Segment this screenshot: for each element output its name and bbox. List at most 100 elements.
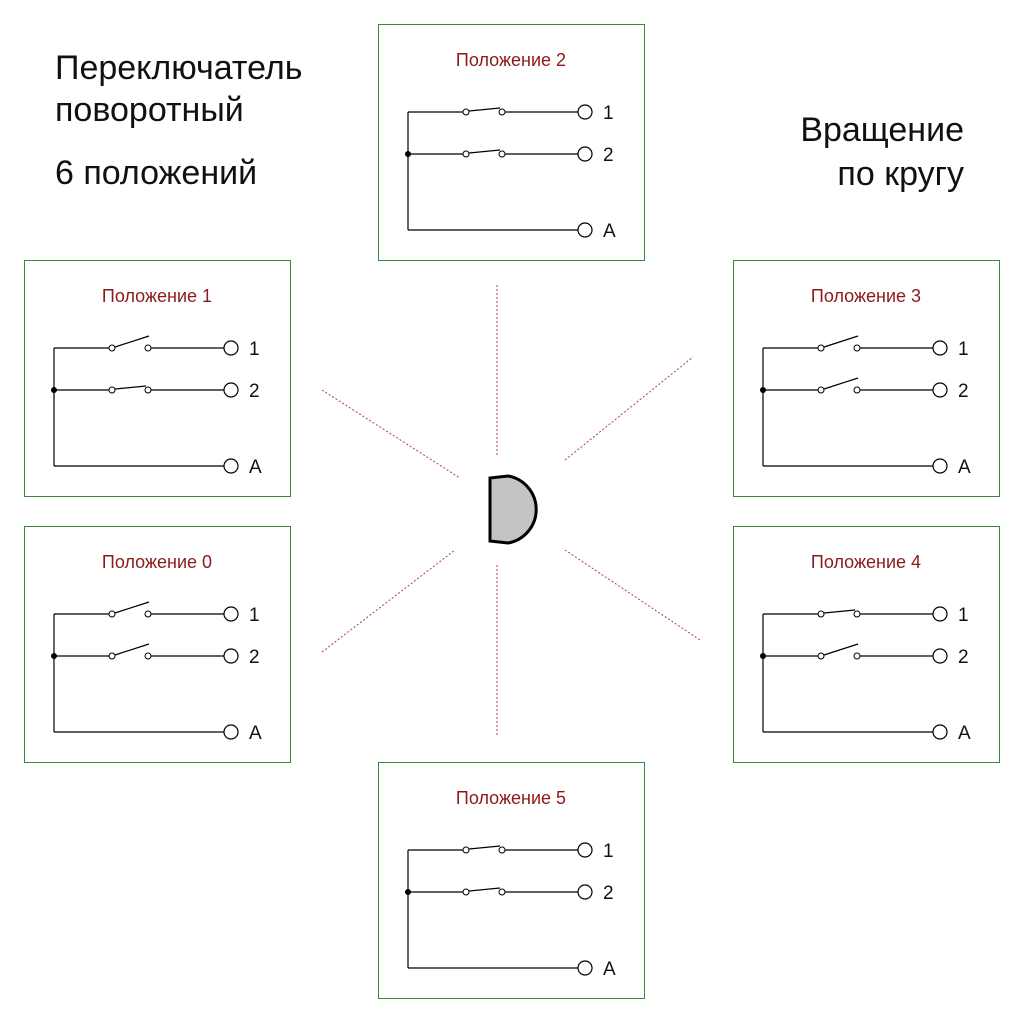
terminal-label: 1 xyxy=(249,339,260,360)
switch-contact xyxy=(853,386,861,394)
position-ray xyxy=(564,549,701,641)
terminal-circle xyxy=(932,340,948,356)
box-frame xyxy=(378,24,645,261)
switch-contact xyxy=(108,610,116,618)
switch-contact xyxy=(853,344,861,352)
switch-contact xyxy=(108,652,116,660)
terminal-label: 2 xyxy=(958,381,969,402)
box-frame xyxy=(24,260,291,497)
switch-blade-closed xyxy=(114,385,147,390)
position-title: Положение 2 xyxy=(456,50,566,70)
switch-contact xyxy=(462,888,470,896)
terminal-row-A: A xyxy=(54,457,262,478)
terminal-row-2: 2 xyxy=(408,883,614,904)
position-title: Положение 1 xyxy=(102,286,212,306)
position-box-3: Положение 3 1 2A xyxy=(733,260,1000,497)
terminal-circle xyxy=(932,648,948,664)
box-frame xyxy=(378,762,645,999)
terminal-label: A xyxy=(603,959,616,980)
position-box-1: Положение 1 1 2A xyxy=(24,260,291,497)
heading-line-2: поворотный xyxy=(55,91,244,129)
switch-contact xyxy=(144,344,152,352)
switch-blade-open xyxy=(114,643,150,656)
position-box-0: Положение 0 1 2A xyxy=(24,526,291,763)
terminal-circle xyxy=(577,884,593,900)
heading-line-1: Переключатель xyxy=(55,49,303,87)
box-frame xyxy=(733,260,1000,497)
terminal-circle xyxy=(223,340,239,356)
position-ray xyxy=(564,356,694,461)
terminal-row-A: A xyxy=(763,457,971,478)
position-ray xyxy=(321,389,461,479)
switch-blade-closed xyxy=(468,845,501,850)
terminal-label: A xyxy=(958,457,971,478)
terminal-row-1: 1 xyxy=(408,841,614,862)
terminal-label: 2 xyxy=(249,647,260,668)
terminal-row-1: 1 xyxy=(54,601,260,626)
terminal-row-A: A xyxy=(408,221,616,242)
position-ray xyxy=(321,549,456,653)
terminal-circle xyxy=(223,648,239,664)
switch-contact xyxy=(462,846,470,854)
terminal-circle xyxy=(223,606,239,622)
terminal-circle xyxy=(932,606,948,622)
switch-blade-open xyxy=(823,643,859,656)
switch-contact xyxy=(144,386,152,394)
rotation-note-line-2: по кругу xyxy=(837,155,964,193)
terminal-row-2: 2 xyxy=(54,381,260,402)
terminal-circle xyxy=(223,458,239,474)
terminal-label: 2 xyxy=(249,381,260,402)
switch-contact xyxy=(817,386,825,394)
switch-contact xyxy=(498,846,506,854)
switch-contact xyxy=(817,344,825,352)
switch-contact xyxy=(853,610,861,618)
terminal-label: 1 xyxy=(603,841,614,862)
switch-contact xyxy=(108,344,116,352)
terminal-row-2: 2 xyxy=(763,377,969,402)
switch-blade-closed xyxy=(468,887,501,892)
terminal-label: A xyxy=(603,221,616,242)
position-title: Положение 0 xyxy=(102,552,212,572)
terminal-row-A: A xyxy=(408,959,616,980)
switch-blade-open xyxy=(823,377,859,390)
terminal-circle xyxy=(577,222,593,238)
terminal-row-A: A xyxy=(54,723,262,744)
switch-blade-closed xyxy=(468,107,501,112)
heading-line-3: 6 положений xyxy=(55,154,258,192)
switch-blade-closed xyxy=(468,149,501,154)
switch-blade-open xyxy=(823,335,859,348)
terminal-label: 1 xyxy=(958,339,969,360)
box-frame xyxy=(733,526,1000,763)
position-title: Положение 3 xyxy=(811,286,921,306)
terminal-row-2: 2 xyxy=(763,643,969,668)
terminal-label: A xyxy=(958,723,971,744)
box-frame xyxy=(24,526,291,763)
switch-contact xyxy=(817,652,825,660)
position-title: Положение 4 xyxy=(811,552,921,572)
terminal-label: 2 xyxy=(603,883,614,904)
terminal-label: A xyxy=(249,457,262,478)
terminal-row-1: 1 xyxy=(408,103,614,124)
terminal-label: 2 xyxy=(603,145,614,166)
switch-contact xyxy=(144,652,152,660)
terminal-circle xyxy=(932,458,948,474)
switch-contact xyxy=(108,386,116,394)
terminal-row-1: 1 xyxy=(763,335,969,360)
terminal-label: A xyxy=(249,723,262,744)
rotation-note-line-1: Вращение xyxy=(800,111,964,149)
switch-contact xyxy=(144,610,152,618)
switch-contact xyxy=(817,610,825,618)
terminal-circle xyxy=(577,104,593,120)
switch-contact xyxy=(853,652,861,660)
terminal-circle xyxy=(577,842,593,858)
terminal-row-2: 2 xyxy=(408,145,614,166)
terminal-circle xyxy=(932,724,948,740)
terminal-circle xyxy=(223,382,239,398)
terminal-circle xyxy=(577,146,593,162)
terminal-circle xyxy=(223,724,239,740)
terminal-row-1: 1 xyxy=(54,335,260,360)
terminal-circle xyxy=(577,960,593,976)
